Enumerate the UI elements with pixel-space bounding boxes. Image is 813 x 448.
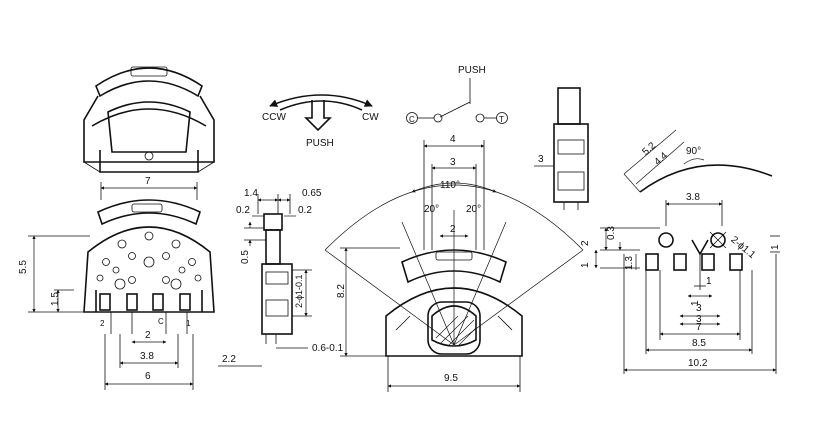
dim-3-8-front: 3.8 (140, 351, 154, 362)
switch-symbol: PUSH C T (406, 65, 508, 124)
pcb-dim-1-width: 1 (690, 300, 701, 306)
small-side-view: 3 (534, 87, 589, 210)
pcb-dim-0-3: 0.3 (606, 226, 617, 240)
dim-5-5: 5.5 (18, 260, 29, 274)
dim-4-4: 4.4 (652, 150, 670, 168)
pcb-dim-8-5: 8.5 (692, 338, 706, 349)
pin-label-c: C (158, 317, 164, 326)
push-arrow-label: PUSH (306, 138, 334, 149)
pcb-hole-label: 2-ϕ1.1 (728, 234, 757, 261)
dim-6: 6 (145, 371, 151, 382)
front-view: 7 2 C 1 5.5 1 (18, 176, 215, 390)
dim-1-5: 1.5 (50, 292, 61, 306)
t-terminal-label: T (499, 115, 504, 124)
pcb-dim-1-right: 1 (770, 244, 781, 250)
push-switch-label: PUSH (458, 65, 486, 76)
angle-20-left: 20° (424, 204, 439, 215)
angle-110: 110° (440, 180, 460, 191)
dim-hole-side: 2-ϕ1-0.1 (294, 274, 304, 308)
c-terminal-label: C (409, 115, 415, 124)
dim-4: 4 (450, 134, 456, 145)
angle-90: 90° (686, 146, 701, 157)
dim-0-6: 0.6-0.1 (312, 343, 344, 354)
center-view: 4 3 110° 20° 20° 2 9.5 8.2 (324, 134, 584, 392)
pcb-dim-10-2: 10.2 (688, 358, 708, 369)
pcb-dim-3-8: 3.8 (686, 192, 700, 203)
dim-8-2: 8.2 (336, 284, 347, 298)
dim-5-2: 5.2 (640, 140, 658, 158)
dim-3-center: 3 (450, 157, 456, 168)
pcb-dim-1-3: 1.3 (624, 256, 635, 270)
pcb-dim-2: 2 (580, 240, 591, 246)
dim-0-2-right: 0.2 (298, 205, 312, 216)
rotation-arrow: CCW CW PUSH (262, 94, 379, 149)
pin-label-1: 1 (186, 319, 191, 328)
pcb-layout: 3.8 2 0.3 1 2-ϕ1.1 1 1.3 1 1 3 3 (580, 192, 781, 374)
pcb-dim-3-b: 3 (696, 314, 702, 325)
dim-0-65: 0.65 (302, 188, 322, 199)
cw-label: CW (362, 112, 379, 123)
dim-1-4: 1.4 (244, 188, 258, 199)
pcb-dim-1-center: 1 (706, 276, 712, 287)
dim-7-front: 7 (145, 176, 151, 187)
angle-detail: 5.2 4.4 90° (623, 129, 773, 193)
ccw-label: CCW (262, 112, 286, 123)
angle-20-right: 20° (466, 204, 481, 215)
side-view: 1.4 0.65 0.2 0.2 0.5 2-ϕ1-0.1 0.6-0.1 2.… (218, 188, 344, 367)
dim-2-front: 2 (145, 330, 151, 341)
pcb-dim-7: 7 (696, 322, 702, 333)
dim-9-5: 9.5 (444, 373, 458, 384)
dim-0-5: 0.5 (240, 250, 251, 264)
pcb-dim-3: 3 (696, 303, 702, 314)
dim-2-center: 2 (450, 224, 456, 235)
dim-2-2: 2.2 (222, 354, 236, 365)
pcb-dim-1-left: 1 (580, 262, 591, 268)
isometric-view (83, 66, 215, 173)
pin-label-2: 2 (100, 319, 105, 328)
dim-3-small-side: 3 (538, 154, 544, 165)
dim-0-2-left: 0.2 (236, 205, 250, 216)
